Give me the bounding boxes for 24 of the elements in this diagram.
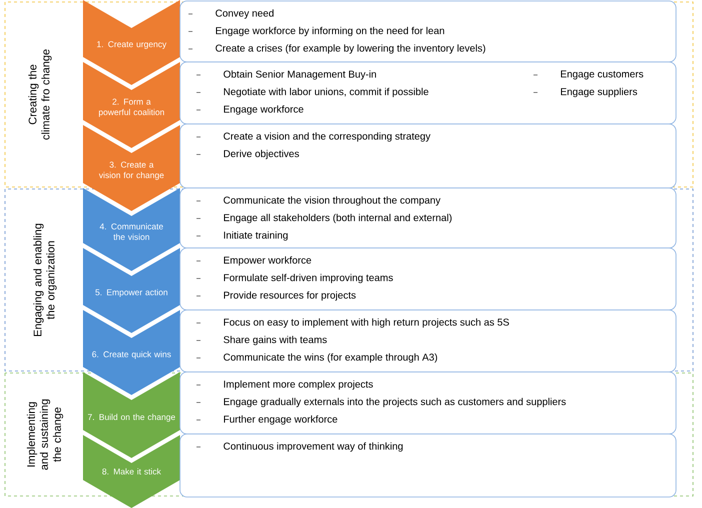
chevron-step: 7. Build on the change [83, 372, 180, 458]
step-description-box: Communicate the vision throughout the company Engage all stakeholders (both internal and external) Initiate training [180, 188, 676, 248]
node-label: 8. Make it stick [102, 468, 162, 475]
step-description-box: Create a vision and the corresponding strategy Derive objectives [180, 124, 676, 188]
chevron-step: 2. Form a powerful coalition [83, 62, 180, 148]
step-description-box: Continuous improvement way of thinking [180, 434, 676, 498]
node-label: 6. Create quick wins [92, 351, 171, 359]
chevron-step: 6. Create quick wins [83, 310, 180, 395]
node-label: 5. Empower action [95, 289, 168, 297]
node-label: 4. Communicate the vision [100, 223, 163, 240]
step-description-box: Convey need Engage workforce by informing on the need for lean Create a crises (for example by lowering the inventory levels) [180, 0, 676, 62]
node-label: 7. Build on the change [88, 414, 176, 422]
step-description-box: Empower workforce Formulate self-driven improving teams Provide resources for projects [180, 248, 676, 310]
step-description-box: Implement more complex projects Engage gradually externals into the projects such as customers and suppliers Further engage workforce [180, 372, 676, 434]
chevron-step: 1. Create urgency [83, 0, 180, 85]
node-label: 2. Form a powerful coalition [98, 98, 164, 117]
step-description-box: Obtain Senior Management Buy-in Negotiate with labor unions, commit if possible Engage workforce Engage customers Engage suppliers [180, 62, 676, 124]
chevron-step: 3. Create a vision for change [83, 125, 180, 211]
chevron-step: 5. Empower action [83, 248, 180, 333]
chevron-step: 4. Communicate the vision [83, 188, 180, 271]
chevron-step: 8. Make it stick [83, 435, 180, 508]
node-label: 3. Create a vision for change [98, 162, 164, 180]
step-description-box: Focus on easy to implement with high return projects such as 5S Share gains with teams Communicate the wins (for example through A3) [180, 310, 676, 372]
node-label: 1. Create urgency [97, 41, 166, 49]
